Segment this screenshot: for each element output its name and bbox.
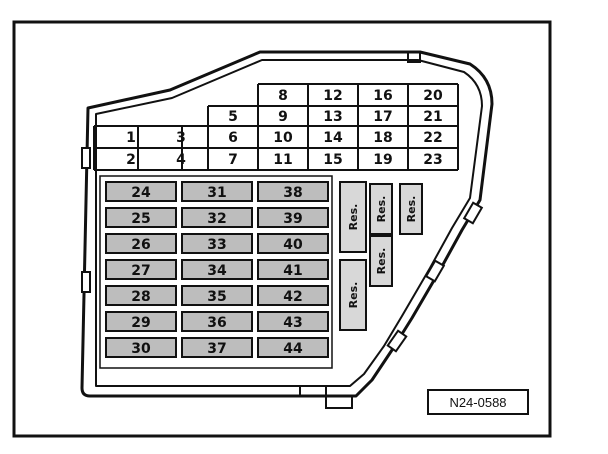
relay-cell-23: 23 xyxy=(423,152,442,168)
fuse-38[interactable] xyxy=(257,181,329,202)
reserve-slot-4[interactable] xyxy=(369,235,393,287)
reserve-label-2: Res. xyxy=(347,282,360,309)
housing-clip-right-mid xyxy=(424,259,446,283)
fuse-label-44: 44 xyxy=(283,341,303,357)
fuse-label-25: 25 xyxy=(131,211,150,227)
fuse-34[interactable] xyxy=(181,259,253,280)
reserve-label-4: Res. xyxy=(375,248,388,275)
fuse-label-43: 43 xyxy=(283,315,302,331)
relay-cell-1: 1 xyxy=(126,130,136,146)
relay-cell-3: 3 xyxy=(176,130,186,146)
reserve-slot-3[interactable] xyxy=(369,183,393,235)
fuse-label-39: 39 xyxy=(283,211,302,227)
fuse-label-38: 38 xyxy=(283,185,302,201)
relay-cell-5: 5 xyxy=(228,109,238,125)
fuse-33[interactable] xyxy=(181,233,253,254)
fuse-block-area xyxy=(99,175,333,369)
fuse-37[interactable] xyxy=(181,337,253,358)
fuse-24[interactable] xyxy=(105,181,177,202)
relay-cell-8: 8 xyxy=(278,88,288,104)
fuse-44[interactable] xyxy=(257,337,329,358)
fuse-42[interactable] xyxy=(257,285,329,306)
fuse-label-36: 36 xyxy=(207,315,226,331)
fuse-30[interactable] xyxy=(105,337,177,358)
relay-cell-20: 20 xyxy=(423,88,443,104)
fuse-label-28: 28 xyxy=(131,289,150,305)
housing-clip-left-bottom xyxy=(81,271,91,293)
relay-cell-14: 14 xyxy=(323,130,343,146)
fuse-label-26: 26 xyxy=(131,237,150,253)
fuse-28[interactable] xyxy=(105,285,177,306)
relay-grid-lines xyxy=(93,83,459,171)
relay-cell-10: 10 xyxy=(273,130,293,146)
relay-grid: 8 12 16 20 5 9 13 17 21 1 3 6 10 14 18 2… xyxy=(93,83,459,171)
fuse-column-3: 38 39 40 41 42 43 44 xyxy=(257,181,329,358)
relay-cell-21: 21 xyxy=(423,109,442,125)
fuse-label-29: 29 xyxy=(131,315,150,331)
relay-cell-2: 2 xyxy=(126,152,136,168)
housing-clip-right-bottom xyxy=(386,329,408,353)
fuse-column-1: 24 25 26 27 28 29 30 xyxy=(105,181,177,358)
reserve-slot-5[interactable] xyxy=(399,183,423,235)
fuse-label-32: 32 xyxy=(207,211,226,227)
fuse-label-42: 42 xyxy=(283,289,302,305)
housing-notch-top xyxy=(407,52,421,63)
fuse-29[interactable] xyxy=(105,311,177,332)
fuse-35[interactable] xyxy=(181,285,253,306)
relay-cell-4: 4 xyxy=(176,152,186,168)
fuse-label-31: 31 xyxy=(207,185,226,201)
fuse-column-2: 31 32 33 34 35 36 37 xyxy=(181,181,253,358)
fuse-25[interactable] xyxy=(105,207,177,228)
fuse-27[interactable] xyxy=(105,259,177,280)
housing-outline-outer xyxy=(80,50,494,398)
fuse-label-24: 24 xyxy=(131,185,151,201)
fuse-26[interactable] xyxy=(105,233,177,254)
relay-cell-9: 9 xyxy=(278,109,288,125)
housing-clip-left-top xyxy=(81,147,91,169)
fuse-43[interactable] xyxy=(257,311,329,332)
housing-clip-right-top xyxy=(462,201,484,225)
fuse-32[interactable] xyxy=(181,207,253,228)
relay-cell-18: 18 xyxy=(373,130,392,146)
figure-frame xyxy=(12,20,552,438)
fuse-label-40: 40 xyxy=(283,237,303,253)
reserve-slot-1[interactable] xyxy=(339,181,367,253)
relay-cell-7: 7 xyxy=(228,152,238,168)
fuse-39[interactable] xyxy=(257,207,329,228)
relay-cell-17: 17 xyxy=(373,109,392,125)
fuse-36[interactable] xyxy=(181,311,253,332)
figure-ref-box xyxy=(427,389,529,415)
fuse-label-35: 35 xyxy=(207,289,226,305)
fuse-label-33: 33 xyxy=(207,237,226,253)
relay-cell-16: 16 xyxy=(373,88,392,104)
figure-ref: N24-0588 xyxy=(449,395,506,410)
reserve-label-5: Res. xyxy=(405,196,418,223)
fuse-label-30: 30 xyxy=(131,341,151,357)
relay-cell-11: 11 xyxy=(273,152,292,168)
reserve-slots: Res. Res. Res. Res. Res. xyxy=(339,181,423,331)
fuse-31[interactable] xyxy=(181,181,253,202)
fuse-41[interactable] xyxy=(257,259,329,280)
relay-cell-22: 22 xyxy=(423,130,442,146)
relay-cell-12: 12 xyxy=(323,88,342,104)
reserve-label-1: Res. xyxy=(347,204,360,231)
reserve-slot-2[interactable] xyxy=(339,259,367,331)
fuse-label-41: 41 xyxy=(283,263,302,279)
relay-cell-19: 19 xyxy=(373,152,392,168)
fuse-label-34: 34 xyxy=(207,263,227,279)
housing-notch-bottom xyxy=(299,386,353,409)
housing-outline-inner xyxy=(95,59,483,387)
fuse-label-37: 37 xyxy=(207,341,226,357)
relay-cell-6: 6 xyxy=(228,130,238,146)
relay-cell-13: 13 xyxy=(323,109,342,125)
reserve-label-3: Res. xyxy=(375,196,388,223)
fuse-label-27: 27 xyxy=(131,263,150,279)
fuse-40[interactable] xyxy=(257,233,329,254)
relay-cell-15: 15 xyxy=(323,152,342,168)
